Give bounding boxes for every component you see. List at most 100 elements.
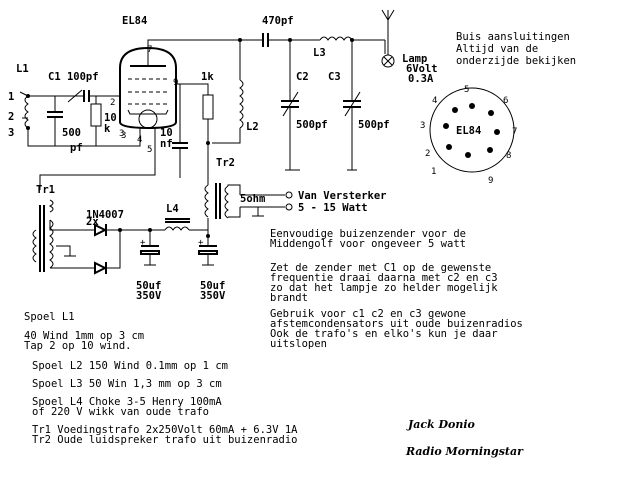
pinout-diagram xyxy=(429,87,515,173)
l1-tap-1: 1 xyxy=(8,91,14,103)
elko-2: + xyxy=(198,238,218,266)
pinout-label: EL84 xyxy=(456,125,481,137)
pinout-pin-8: 8 xyxy=(506,151,511,161)
l1-label: L1 xyxy=(16,63,29,75)
coil-l2 xyxy=(212,40,244,144)
l4-label: L4 xyxy=(166,203,179,215)
c2-value: 500pf xyxy=(296,119,328,131)
svg-text:+: + xyxy=(140,238,146,248)
pin7-label: 7 xyxy=(147,45,152,55)
coil-l1 xyxy=(19,91,141,147)
lamp-label-b: 6Volt xyxy=(406,63,438,75)
pinout-pin-9: 9 xyxy=(488,176,493,186)
capacitor-10nf xyxy=(172,83,188,178)
diode-label: 1N4007 xyxy=(86,209,124,221)
pinout-pin-4: 4 xyxy=(432,96,437,106)
c2-label: C2 xyxy=(296,71,309,83)
elko-1: + xyxy=(140,238,160,266)
l1-tap-2: 2 xyxy=(8,111,14,123)
speaker-input xyxy=(240,191,293,217)
pinout-title-a: Buis aansluitingen xyxy=(456,31,570,43)
r-grid-b: k xyxy=(104,123,111,135)
description-line: Eenvoudige buizenzender voor de xyxy=(270,228,466,240)
c1-value: 500 xyxy=(62,127,81,139)
c-10nf-b: nf xyxy=(160,138,173,150)
pinout-pin-2: 2 xyxy=(425,149,430,159)
pinout-title-c: onderzijde bekijken xyxy=(456,55,576,67)
elko1-a: 50uf xyxy=(136,280,161,292)
elko2-a: 50uf xyxy=(200,280,225,292)
description-line: frequentie draai daarna met c2 en c3 xyxy=(270,272,498,284)
pin3-label: 3 xyxy=(121,131,126,141)
description-line: uitslopen xyxy=(270,338,327,350)
author-station: Radio Morningstar xyxy=(405,445,524,458)
description-line: Middengolf voor ongeveer 5 watt xyxy=(270,238,466,250)
parts-l4-b: of 220 V wikk van oude trafo xyxy=(32,406,209,418)
pinout-pin-3: 3 xyxy=(420,121,425,131)
description: Eenvoudige buizenzender voor de Middengo… xyxy=(270,228,523,350)
pinout-pin-7: 7 xyxy=(512,127,517,137)
capacitor-c2 xyxy=(281,40,299,170)
pin2-label: 2 xyxy=(110,98,115,108)
coil-l3 xyxy=(319,36,385,42)
l3-label: L3 xyxy=(313,47,326,59)
description-line: Zet de zender met C1 op de gewenste xyxy=(270,262,491,274)
choke-l4 xyxy=(120,218,210,245)
c1-unit: pf xyxy=(70,142,83,154)
transformer-tr1 xyxy=(32,199,95,272)
c-out-label: 470pf xyxy=(262,15,294,27)
capacitor-c3 xyxy=(343,40,361,170)
tap-3b: 3 xyxy=(119,129,124,139)
c3-label: C3 xyxy=(328,71,341,83)
speaker-impedance: 5ohm xyxy=(240,193,265,205)
c3-value: 500pf xyxy=(358,119,390,131)
transformer-tr2 xyxy=(204,183,241,236)
tr1-label: Tr1 xyxy=(36,184,55,196)
anode-wiring xyxy=(147,33,320,48)
parts-l3: Spoel L3 50 Win 1,3 mm op 3 cm xyxy=(32,378,222,390)
amp-label-b: 5 - 15 Watt xyxy=(298,202,368,214)
elko2-b: 350V xyxy=(200,290,226,302)
parts-l1-b: Tap 2 op 10 wind. xyxy=(24,340,131,352)
description-line: zo dat het lampje zo helder mogelijk xyxy=(270,282,498,294)
antenna xyxy=(381,9,395,68)
lamp-label-a: Lamp xyxy=(402,53,427,65)
description-line: afstemcondensators uit oude buizenradios xyxy=(270,318,523,330)
tube-label: EL84 xyxy=(122,15,147,27)
parts-l1-a: 40 Wind 1mm op 3 cm xyxy=(24,330,144,342)
description-line: brandt xyxy=(270,292,308,304)
elko1-b: 350V xyxy=(136,290,162,302)
pin5-label: 5 xyxy=(147,145,152,155)
l2-label: L2 xyxy=(246,121,259,133)
description-line: Gebruik voor c1 c2 en c3 gewone xyxy=(270,308,466,320)
svg-text:+: + xyxy=(198,238,204,248)
pinout-pin-5: 5 xyxy=(464,85,469,95)
amp-label-a: Van Versterker xyxy=(298,190,387,202)
parts-l4-a: Spoel L4 Choke 3-5 Henry 100mA xyxy=(32,396,222,408)
capacitor-c1 xyxy=(47,89,120,146)
diode-count: 2x xyxy=(86,216,99,228)
pinout-pin-6: 6 xyxy=(503,96,508,106)
tr2-label: Tr2 xyxy=(216,157,235,169)
c1-label: C1 100pf xyxy=(48,71,99,83)
pinout-title-b: Altijd van de xyxy=(456,43,538,55)
parts-tr2: Tr2 Oude luidspreker trafo uit buizenrad… xyxy=(32,434,298,446)
pinout-pin-1: 1 xyxy=(431,167,436,177)
resistor-1k xyxy=(176,83,214,185)
parts-list: Spoel L1 40 Wind 1mm op 3 cm Tap 2 op 10… xyxy=(24,311,298,446)
pin9-label: 9 xyxy=(173,78,178,88)
r-grid-a: 10 xyxy=(104,112,117,124)
parts-tr1: Tr1 Voedingstrafo 2x250Volt 60mA + 6.3V … xyxy=(32,424,298,436)
diodes xyxy=(94,223,122,275)
author-name: Jack Donio xyxy=(406,418,475,431)
heater-wire xyxy=(39,128,156,190)
tube-el84: EL84 xyxy=(119,15,177,130)
parts-l2: Spoel L2 150 Wind 0.1mm op 1 cm xyxy=(32,360,228,372)
lamp-label-c: 0.3A xyxy=(408,73,434,85)
parts-l1-title: Spoel L1 xyxy=(24,311,75,323)
description-line: Ook de trafo's en elko's kun je daar xyxy=(270,328,498,340)
r-1k-label: 1k xyxy=(201,71,214,83)
c-10nf-a: 10 xyxy=(160,127,173,139)
l1-tap-3: 3 xyxy=(8,127,14,139)
